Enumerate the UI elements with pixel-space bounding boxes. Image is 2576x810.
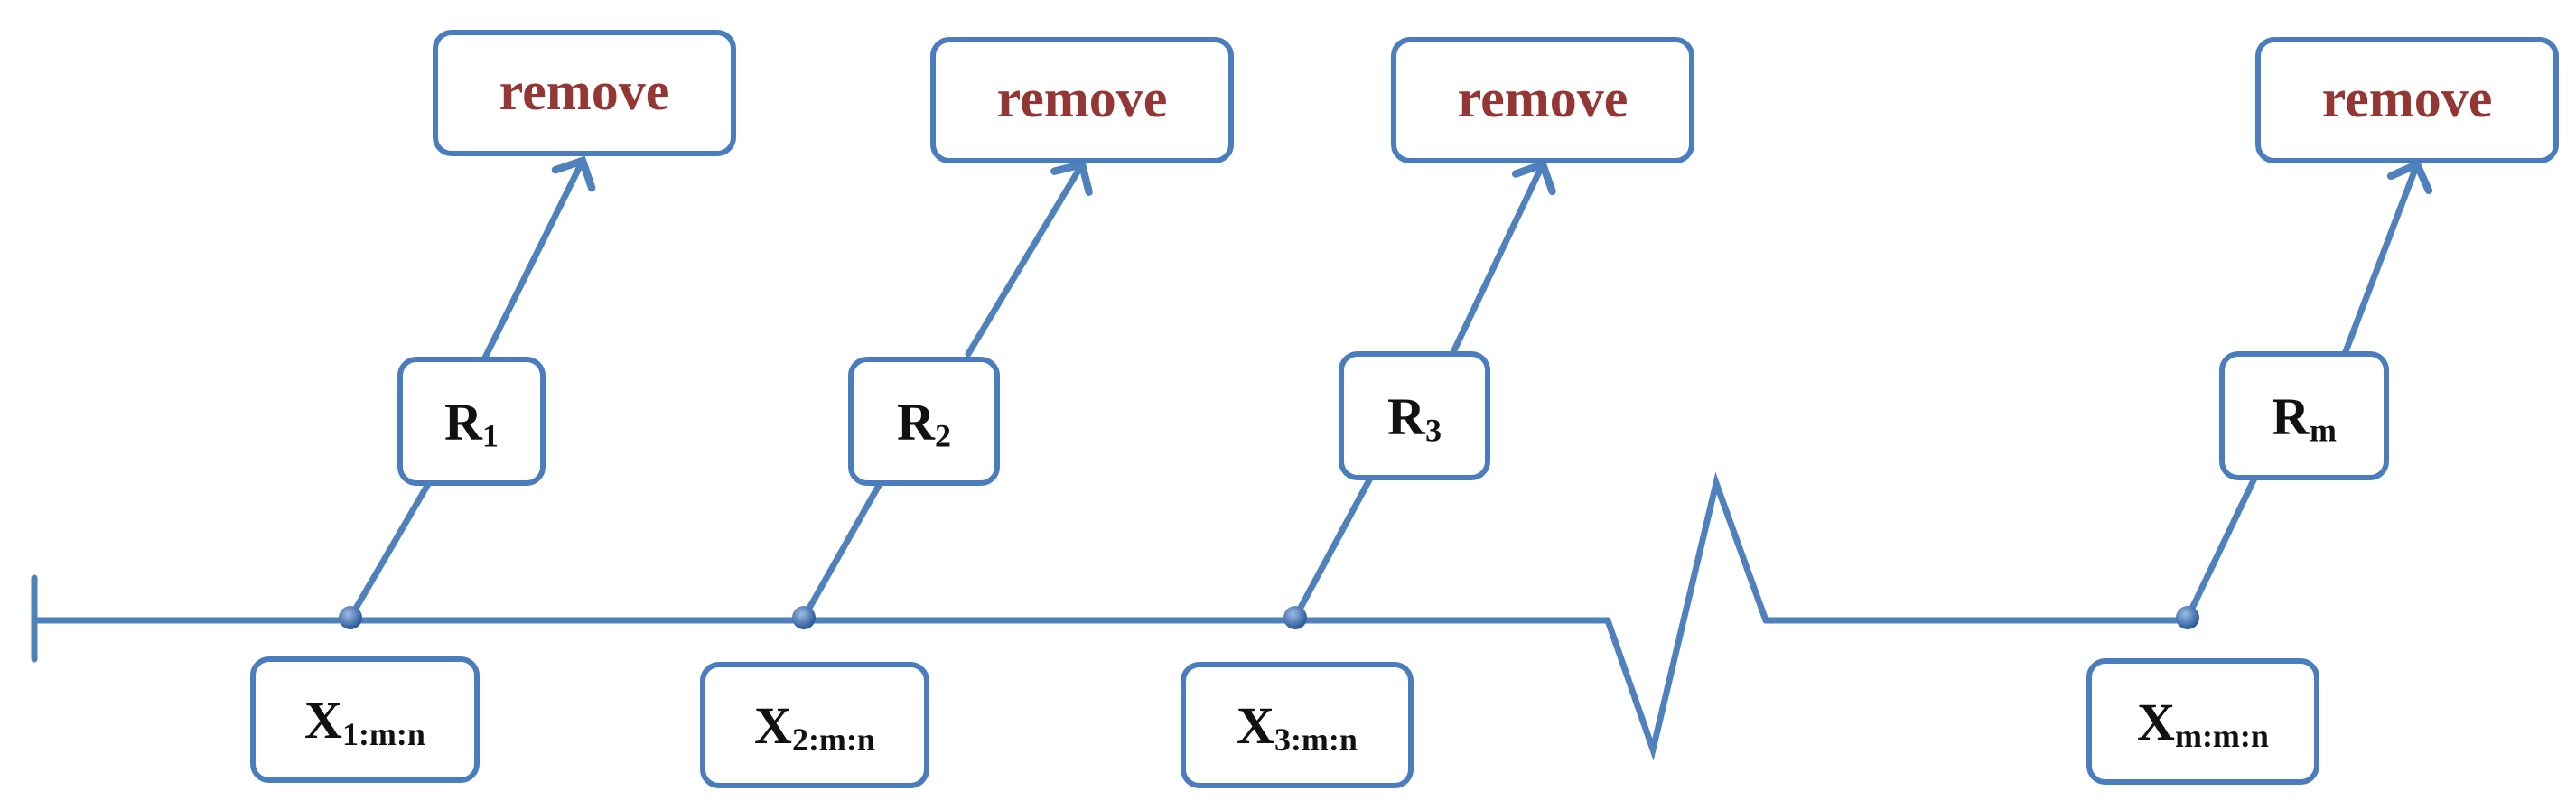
timeline-node-3 xyxy=(1283,606,1307,629)
remove-box-2 xyxy=(930,37,1234,163)
connector-node-to-r-1 xyxy=(347,479,433,621)
connector-node-to-r-2 xyxy=(800,479,883,621)
r-label-1: R1 xyxy=(444,393,499,454)
arrow-r-to-remove-3 xyxy=(1449,159,1556,358)
r-label-main-1: R xyxy=(444,393,483,452)
remove-box-3 xyxy=(1391,37,1694,163)
x-label-sub-m: m:m:n xyxy=(2175,718,2269,754)
r-label-2: R2 xyxy=(897,393,951,454)
r-label-m: Rm xyxy=(2272,387,2337,449)
remove-box-1 xyxy=(433,30,736,156)
r-box-3 xyxy=(1339,351,1490,480)
r-label-sub-1: 1 xyxy=(482,418,499,454)
connector-node-to-r-m xyxy=(2184,474,2258,621)
timeline-break-symbol xyxy=(1604,471,1769,761)
x-label-main-2: X xyxy=(754,696,792,755)
r-label-sub-m: m xyxy=(2310,413,2337,449)
x-label-sub-2: 2:m:n xyxy=(792,722,875,758)
r-box-1 xyxy=(397,357,546,486)
arrow-r-to-remove-1 xyxy=(481,155,596,363)
arrow-r-to-remove-m xyxy=(2341,159,2433,358)
r-label-sub-3: 3 xyxy=(1425,413,1442,449)
arrow-r-to-remove-2 xyxy=(965,159,1093,358)
x-box-3 xyxy=(1181,662,1414,788)
timeline-node-m xyxy=(2176,606,2199,629)
stages-layer: R1removeX1:m:nR2removeX2:m:nR3removeX3:m… xyxy=(250,30,2559,788)
x-label-main-m: X xyxy=(2137,693,2175,751)
r-label-main-m: R xyxy=(2272,387,2310,446)
remove-box-m xyxy=(2255,37,2559,163)
r-label-main-2: R xyxy=(897,393,936,452)
remove-label-2: remove xyxy=(997,69,1168,128)
x-label-main-1: X xyxy=(304,691,342,749)
x-label-sub-1: 1:m:n xyxy=(342,716,425,752)
x-label-main-3: X xyxy=(1237,696,1274,755)
x-label-m: Xm:m:n xyxy=(2137,693,2269,754)
connector-node-to-r-3 xyxy=(1292,474,1374,621)
timeline-node-2 xyxy=(792,606,816,629)
r-box-m xyxy=(2219,351,2389,480)
remove-label-3: remove xyxy=(1458,69,1629,128)
r-label-sub-2: 2 xyxy=(935,418,951,454)
r-box-2 xyxy=(848,357,1000,486)
x-label-2: X2:m:n xyxy=(754,696,875,758)
x-label-3: X3:m:n xyxy=(1237,696,1358,758)
remove-label-m: remove xyxy=(2322,69,2493,128)
timeline-node-1 xyxy=(339,606,362,629)
r-label-main-3: R xyxy=(1387,387,1426,446)
x-box-1 xyxy=(250,656,480,783)
x-box-m xyxy=(2086,658,2319,785)
timeline xyxy=(31,471,2189,761)
x-label-1: X1:m:n xyxy=(304,691,425,752)
x-label-sub-3: 3:m:n xyxy=(1274,722,1358,758)
x-box-2 xyxy=(700,662,929,788)
remove-label-1: remove xyxy=(499,61,670,121)
r-label-3: R3 xyxy=(1387,387,1442,449)
